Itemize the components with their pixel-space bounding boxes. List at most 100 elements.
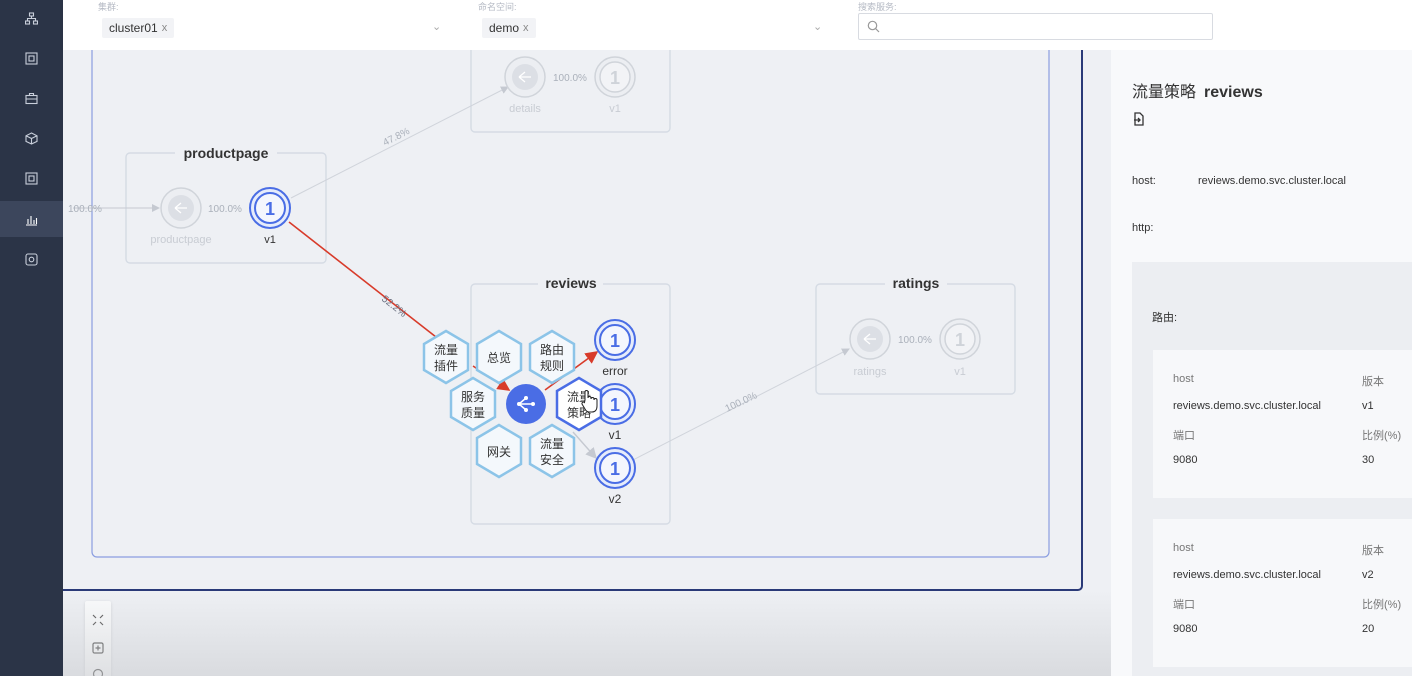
details-v1-node[interactable]: 1 [594,56,636,98]
zoom-box-icon[interactable] [89,639,107,657]
cluster-label: 集群: [98,2,119,12]
ratings-service-label: ratings [853,366,887,378]
hex-menu-plugin-line2: 插件 [434,359,458,373]
nav-cube-icon[interactable] [0,120,63,156]
details-v1-label: v1 [609,103,621,115]
hex-menu-quality-line1: 服务 [461,389,485,404]
route-1-ratio: 30 [1362,454,1375,466]
hex-menu-route-rule[interactable]: 路由 规则 [528,329,576,385]
namespace-frame-outer [63,50,1083,591]
cluster-tag[interactable]: cluster01 x [102,18,175,38]
hex-menu-security[interactable]: 流量 安全 [528,423,576,479]
reviews-error-node[interactable]: 1 [594,319,636,361]
reviews-title: reviews [545,275,597,291]
refresh-icon[interactable] [89,665,107,676]
export-doc-icon[interactable] [1132,112,1146,131]
topology-graph[interactable]: productpage reviews ratings 100.0% 47.8%… [63,50,1111,676]
namespace-chevron-down-icon[interactable]: ⌄ [813,21,823,33]
route-2-host-header: host [1173,542,1194,554]
edge-to-ratings [632,348,850,461]
route-1-version-header: 版本 [1362,376,1384,388]
http-key: http: [1132,222,1154,234]
reviews-v1-node[interactable]: 1 [594,383,636,425]
hex-menu-gateway-label: 网关 [487,445,511,459]
host-key: host: [1132,175,1156,187]
details-service-node[interactable] [504,56,546,98]
route-1-host: reviews.demo.svc.cluster.local [1173,400,1321,412]
route-2-port-header: 端口 [1173,599,1195,611]
productpage-service-node[interactable] [160,187,202,229]
route-1-port: 9080 [1173,454,1198,466]
canvas-toolbar [85,601,111,676]
hex-menu-security-line1: 流量 [540,437,564,451]
route-card-1: host 版本 reviews.demo.svc.cluster.local v… [1153,350,1412,498]
hex-menu-overview[interactable]: 总览 [475,329,523,385]
reviews-v1-count: 1 [610,395,620,415]
cluster-tag-text: cluster01 [109,21,158,35]
details-group [470,50,671,133]
reviews-error-count: 1 [610,331,620,351]
topology-canvas[interactable]: productpage reviews ratings 100.0% 47.8%… [63,50,1111,676]
nav-settings-icon[interactable] [0,241,63,277]
cluster-tag-close-icon[interactable]: x [161,22,168,34]
route-2-port: 9080 [1173,623,1198,635]
reviews-v2-label: v2 [609,492,622,506]
ratings-pct: 100.0% [898,335,932,346]
edge-to-v2 [572,431,597,460]
productpage-v1-node[interactable]: 1 [249,187,291,229]
hand-cursor-icon [581,390,598,413]
search-input[interactable] [858,13,1213,40]
panel-title-prefix: 流量策略 [1132,84,1197,101]
nav-panel-icon[interactable] [0,160,63,196]
namespace-tag[interactable]: demo x [482,18,536,38]
host-value: reviews.demo.svc.cluster.local [1198,175,1346,187]
productpage-title: productpage [184,145,269,161]
nav-briefcase-icon[interactable] [0,80,63,116]
reviews-v2-node[interactable]: 1 [594,447,636,489]
hex-menu-security-line2: 安全 [540,452,564,467]
hex-menu-policy[interactable]: 流量 策略 [555,376,603,432]
reviews-service-center-node[interactable] [506,384,546,424]
ratings-v1-count: 1 [955,330,965,350]
productpage-v1-count: 1 [265,199,275,219]
hex-menu-gateway[interactable]: 网关 [475,423,523,479]
nav-chart-icon[interactable] [0,201,63,237]
hex-menu-plugin-line1: 流量 [434,343,458,357]
nav-topology-icon[interactable] [0,0,63,36]
route-2-ratio: 20 [1362,623,1375,635]
route-card-2: host 版本 reviews.demo.svc.cluster.local v… [1153,519,1412,667]
host-row: host: reviews.demo.svc.cluster.local [1132,175,1346,187]
left-nav [0,0,63,676]
cluster-chevron-down-icon[interactable]: ⌄ [432,21,442,33]
productpage-service-label: productpage [150,234,211,246]
namespace-frame-inner [91,50,1050,558]
hex-menu-quality[interactable]: 服务 质量 [449,376,497,432]
ratings-v1-node[interactable]: 1 [939,318,981,360]
fit-screen-icon[interactable] [89,611,107,629]
route-label: 路由: [1152,312,1178,324]
hex-menu-overview-label: 总览 [487,350,511,365]
search-label: 搜索服务: [858,2,897,12]
details-service-label: details [509,103,541,115]
namespace-tag-text: demo [489,21,520,35]
namespace-tag-close-icon[interactable]: x [523,22,529,34]
edge-to-reviews [288,221,437,338]
hex-menu-plugin[interactable]: 流量 插件 [422,329,470,385]
route-1-port-header: 端口 [1173,430,1195,442]
ratings-service-node[interactable] [849,318,891,360]
edge-to-details [290,86,509,199]
route-2-ratio-header: 比例(%) [1362,599,1402,611]
edge-to-reviews-pct: 52.2% [379,294,408,320]
hex-menu-route-rule-line1: 路由 [540,342,564,357]
http-route-box: 路由: host 版本 reviews.demo.svc.cluster.loc… [1132,262,1412,676]
http-row: http: [1132,222,1153,234]
reviews-v1-label: v1 [609,428,622,442]
hex-menu-quality-line2: 质量 [461,406,485,420]
search-icon [867,20,880,33]
productpage-v1-label: v1 [264,234,276,246]
ratings-title: ratings [893,275,940,291]
namespace-label: 命名空间: [478,2,517,12]
nav-box-icon[interactable] [0,40,63,76]
